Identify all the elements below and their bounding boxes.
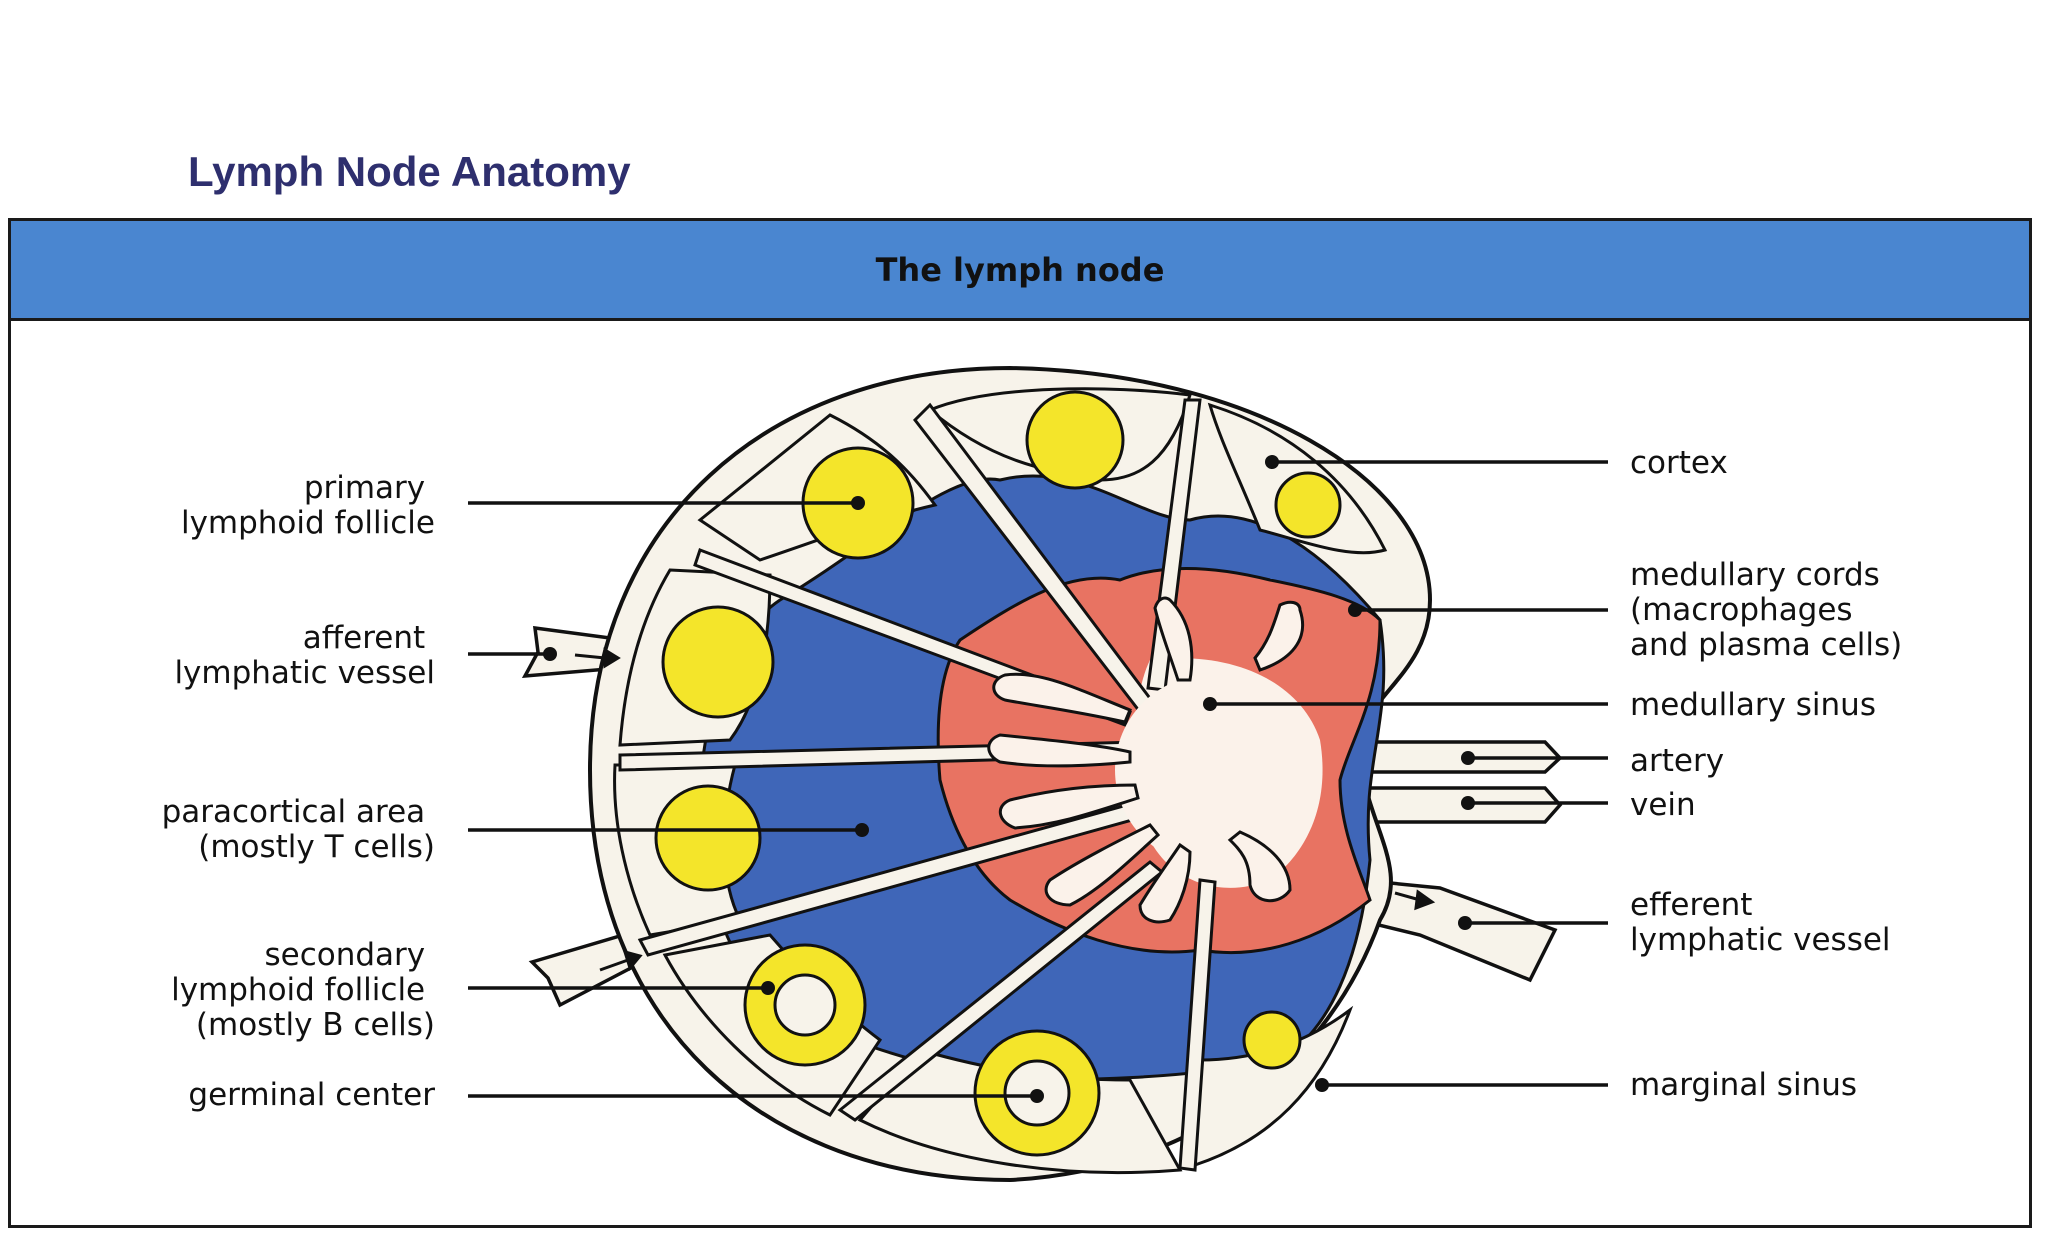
label-medullary-cords-l3: and plasma cells): [1630, 627, 1902, 663]
figure-header: The lymph node: [11, 221, 2029, 321]
label-medullary-cords: medullary cords (macrophages and plasma …: [1630, 557, 1902, 663]
primary-follicle-6: [1242, 1010, 1302, 1070]
label-medullary-cords-l2: (macrophages: [1630, 592, 1853, 628]
label-medullary-cords-l1: medullary cords: [1630, 557, 1880, 593]
leader-lines-right: [1203, 455, 1608, 1092]
label-vein-l1: vein: [1630, 787, 1696, 823]
label-primary-follicle-l1: primary: [304, 470, 425, 506]
label-efferent-vessel: efferent lymphatic vessel: [1630, 887, 1891, 958]
leader-lines-left: [468, 496, 1044, 1103]
label-germinal-center: germinal center: [188, 1077, 435, 1113]
primary-follicle-4: [661, 605, 775, 719]
label-afferent-vessel: afferent lymphatic vessel: [174, 620, 435, 691]
label-marginal-sinus-l1: marginal sinus: [1630, 1067, 1857, 1103]
label-secondary-follicle: secondary lymphoid follicle (mostly B ce…: [171, 937, 435, 1043]
figure-heading: The lymph node: [875, 250, 1165, 289]
label-efferent-vessel-l1: efferent: [1630, 887, 1752, 923]
label-primary-follicle: primary lymphoid follicle: [181, 470, 435, 541]
label-vein: vein: [1630, 787, 1696, 823]
label-secondary-follicle-l2: lymphoid follicle: [171, 972, 425, 1008]
label-medullary-sinus: medullary sinus: [1630, 687, 1876, 723]
label-artery: artery: [1630, 743, 1724, 779]
label-paracortical-area-l2: (mostly T cells): [198, 829, 435, 865]
label-paracortical-area-l1: paracortical area: [162, 794, 426, 830]
label-medullary-sinus-l1: medullary sinus: [1630, 687, 1876, 723]
label-efferent-vessel-l2: lymphatic vessel: [1630, 922, 1891, 958]
primary-follicle-2: [1025, 390, 1125, 490]
slide-title: Lymph Node Anatomy: [188, 148, 631, 195]
primary-follicle-5: [654, 784, 762, 892]
germinal-center-1: [773, 973, 837, 1037]
label-cortex-l1: cortex: [1630, 445, 1728, 481]
label-marginal-sinus: marginal sinus: [1630, 1067, 1857, 1103]
label-afferent-vessel-l2: lymphatic vessel: [174, 655, 435, 691]
medullary-sinus-fingers: [987, 596, 1305, 924]
flow-arrows: [574, 647, 1436, 972]
label-paracortical-area: paracortical area (mostly T cells): [162, 794, 435, 865]
label-cortex: cortex: [1630, 445, 1728, 481]
label-artery-l1: artery: [1630, 743, 1724, 779]
label-secondary-follicle-l1: secondary: [264, 937, 425, 973]
label-primary-follicle-l2: lymphoid follicle: [181, 505, 435, 541]
medullary-sinus-center: [1115, 675, 1305, 865]
label-secondary-follicle-l3: (mostly B cells): [196, 1007, 435, 1043]
primary-follicle-3: [1274, 471, 1342, 539]
label-germinal-center-l1: germinal center: [188, 1077, 435, 1113]
label-afferent-vessel-l1: afferent: [303, 620, 425, 656]
